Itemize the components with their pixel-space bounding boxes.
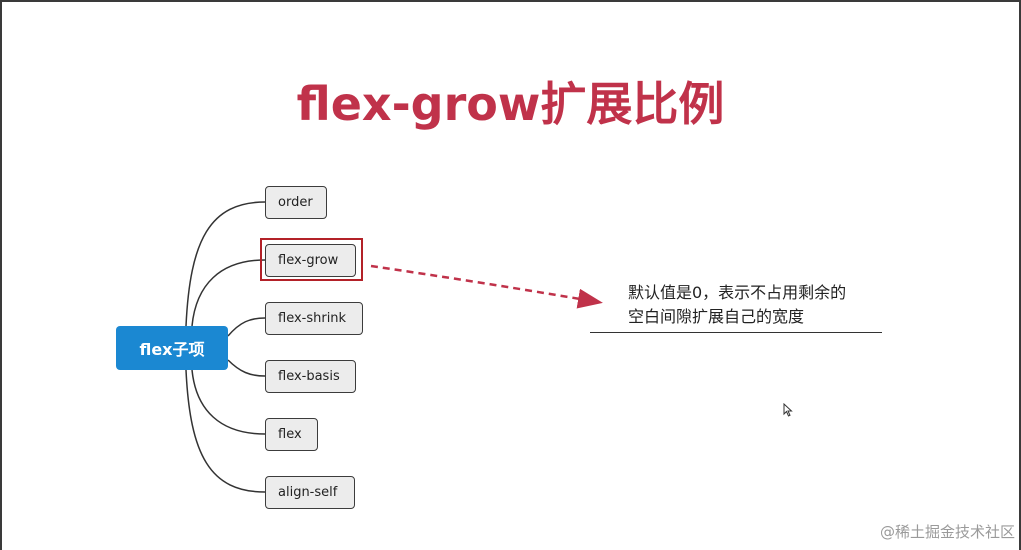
note-line-2: 空白间隙扩展自己的宽度 <box>628 307 805 326</box>
highlight-box <box>260 238 363 281</box>
note-text: 默认值是0，表示不占用剩余的 空白间隙扩展自己的宽度 <box>628 281 888 329</box>
child-node-flex-basis: flex-basis <box>265 360 356 393</box>
child-node-order: order <box>265 186 327 219</box>
child-node-align-self: align-self <box>265 476 355 509</box>
child-node-flex-grow: flex-grow <box>265 244 356 277</box>
branch-flex-grow <box>191 259 266 327</box>
child-node-flex-shrink: flex-shrink <box>265 302 363 335</box>
slide-title: flex-grow扩展比例 <box>296 77 725 131</box>
note-underline <box>590 332 882 333</box>
note-line-1: 默认值是0，表示不占用剩余的 <box>628 283 847 302</box>
branch-flex-shrink <box>227 317 266 337</box>
dashed-arrow <box>370 264 603 309</box>
branch-order <box>185 201 266 327</box>
mouse-cursor-icon <box>783 403 793 417</box>
root-node-flex-item: flex子项 <box>116 326 228 370</box>
branch-align-self <box>185 369 266 493</box>
branch-flex <box>191 369 266 435</box>
watermark: @稀土掘金技术社区 <box>879 523 1015 541</box>
child-node-flex: flex <box>265 418 318 451</box>
branch-flex-basis <box>227 359 266 377</box>
